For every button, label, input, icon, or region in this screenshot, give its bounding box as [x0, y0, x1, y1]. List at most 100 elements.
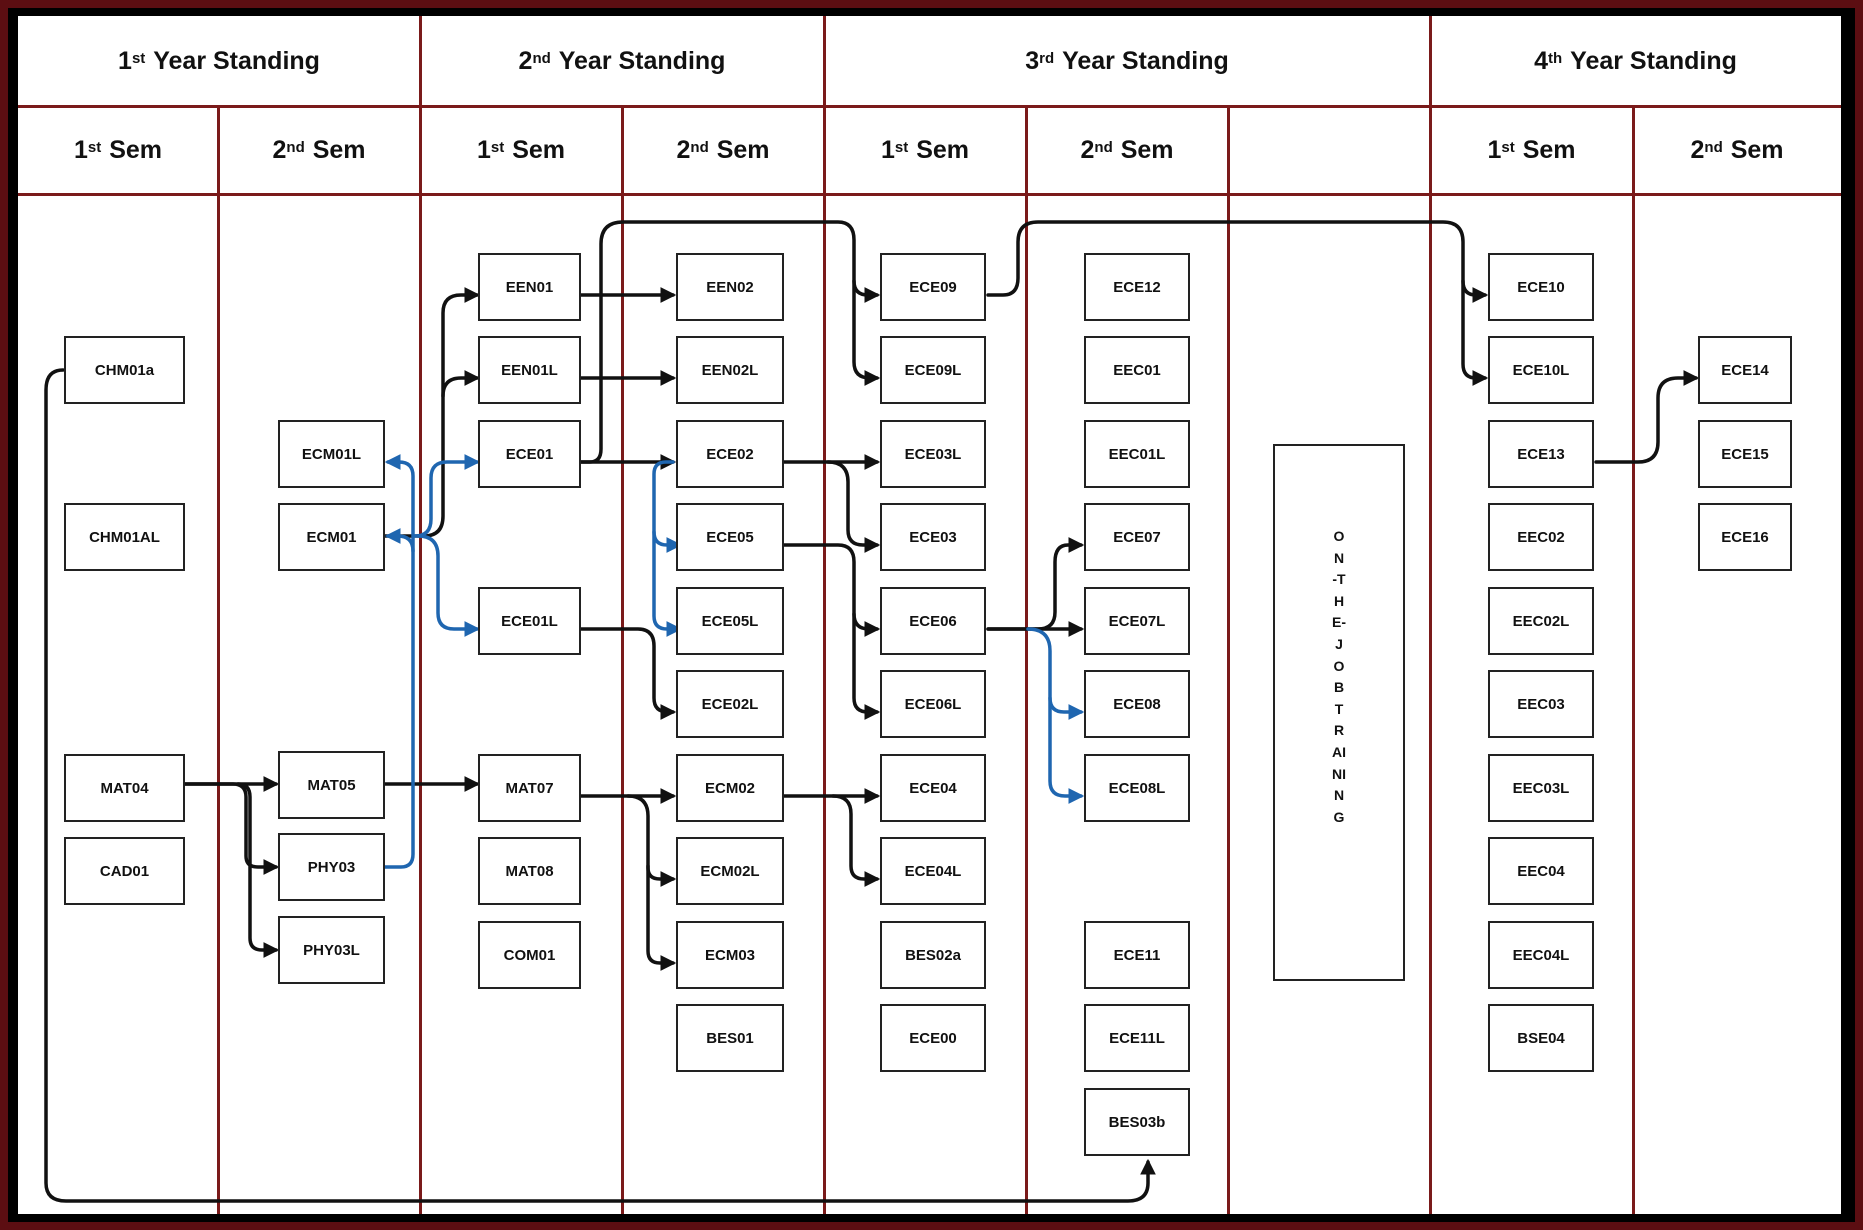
- ojt-label: ON-THE-JOB TRAINING: [1332, 528, 1346, 825]
- course-box: CHM01AL: [64, 503, 185, 571]
- arrow-ecm01-een01: [383, 287, 481, 538]
- course-box: ECE02L: [676, 670, 784, 738]
- arrow-ecm01-ece01: [413, 454, 481, 538]
- arrow-ecm01-een01l: [441, 370, 481, 398]
- course-box: BES01: [676, 1004, 784, 1072]
- course-box: ECE07: [1084, 503, 1190, 571]
- grid-vline-4: [823, 16, 826, 1214]
- course-box: CAD01: [64, 837, 185, 905]
- arrow-ece02-ece05l: [652, 530, 683, 637]
- course-box: CHM01a: [64, 336, 185, 404]
- arrow-chm01a-bes03b: [44, 368, 1156, 1203]
- course-box: ECM02: [676, 754, 784, 822]
- course-box: EEC03: [1488, 670, 1594, 738]
- course-box: BES02a: [880, 921, 986, 989]
- course-box: ECE06: [880, 587, 986, 655]
- course-box: BSE04: [1488, 1004, 1594, 1072]
- arrow-ece06-ece08l: [1048, 696, 1085, 804]
- course-box: ECE04: [880, 754, 986, 822]
- grid-hline-years: [18, 105, 1841, 108]
- course-box: ECM01L: [278, 420, 385, 488]
- on-the-job-training-box: ON-THE-JOB TRAINING: [1273, 444, 1405, 981]
- arrow-ecm02-ece04l: [831, 794, 881, 887]
- grid-vline-1: [217, 106, 220, 1214]
- arrow-ece05-ece06: [781, 543, 881, 637]
- course-box: ECE15: [1698, 420, 1792, 488]
- arrow-ece09-ece10l: [1461, 279, 1489, 386]
- arrow-ece13-ece14: [1594, 370, 1700, 464]
- course-box: ECM02L: [676, 837, 784, 905]
- course-box: ECE02: [676, 420, 784, 488]
- course-box: ECE10L: [1488, 336, 1594, 404]
- course-box: ECE09L: [880, 336, 986, 404]
- arrow-ece01l-ece02l: [579, 627, 677, 720]
- course-box: COM01: [478, 921, 581, 989]
- arrow-ece09-ece10: [986, 220, 1489, 303]
- course-box: MAT04: [64, 754, 185, 822]
- course-box: ECE07L: [1084, 587, 1190, 655]
- grid-vline-3: [621, 106, 624, 1214]
- course-box: ECE10: [1488, 253, 1594, 321]
- course-box: ECE01: [478, 420, 581, 488]
- course-box: MAT07: [478, 754, 581, 822]
- course-box: EEC03L: [1488, 754, 1594, 822]
- arrow-mat04-phy03: [183, 782, 280, 875]
- course-box: ECE08: [1084, 670, 1190, 738]
- course-box: MAT08: [478, 837, 581, 905]
- course-box: EEN01: [478, 253, 581, 321]
- course-box: ECE11: [1084, 921, 1190, 989]
- course-box: ECE05: [676, 503, 784, 571]
- arrow-ece06-ece08: [1026, 627, 1085, 720]
- course-box: ECE16: [1698, 503, 1792, 571]
- arrow-mat07-ecm02l: [626, 794, 677, 887]
- course-box: EEC04: [1488, 837, 1594, 905]
- course-box: ECE09: [880, 253, 986, 321]
- course-box: ECE06L: [880, 670, 986, 738]
- course-box: ECE13: [1488, 420, 1594, 488]
- course-box: EEC01: [1084, 336, 1190, 404]
- grid-vline-6: [1227, 106, 1230, 1214]
- grid-vline-2: [419, 16, 422, 1214]
- course-box: ECE11L: [1084, 1004, 1190, 1072]
- course-box: EEC01L: [1084, 420, 1190, 488]
- course-box: MAT05: [278, 751, 385, 819]
- course-box: EEN02: [676, 253, 784, 321]
- course-box: EEC04L: [1488, 921, 1594, 989]
- course-box: EEC02: [1488, 503, 1594, 571]
- course-box: ECE03L: [880, 420, 986, 488]
- course-box: EEC02L: [1488, 587, 1594, 655]
- course-box: ECE04L: [880, 837, 986, 905]
- course-box: ECE08L: [1084, 754, 1190, 822]
- arrow-ece06-ece07: [986, 537, 1085, 631]
- course-box: ECE00: [880, 1004, 986, 1072]
- grid-hline-sems: [18, 193, 1841, 196]
- arrow-ece02-ece05: [652, 460, 683, 553]
- prerequisite-arrows: [44, 220, 1700, 1203]
- arrow-ece01-ece09l: [852, 279, 881, 386]
- course-box: PHY03L: [278, 916, 385, 984]
- course-box: ECE03: [880, 503, 986, 571]
- course-box: EEN01L: [478, 336, 581, 404]
- course-box: ECM03: [676, 921, 784, 989]
- grid-vline-5: [1025, 106, 1028, 1214]
- grid-vline-7: [1429, 16, 1432, 1214]
- arrow-ece05-ece06l: [852, 612, 881, 720]
- arrow-ecm01-ece01l: [416, 534, 481, 637]
- course-box: EEN02L: [676, 336, 784, 404]
- course-box: ECE05L: [676, 587, 784, 655]
- arrow-ece02-ece03: [826, 460, 881, 553]
- course-box: ECE12: [1084, 253, 1190, 321]
- arrow-phy03-ecm01l: [383, 454, 415, 869]
